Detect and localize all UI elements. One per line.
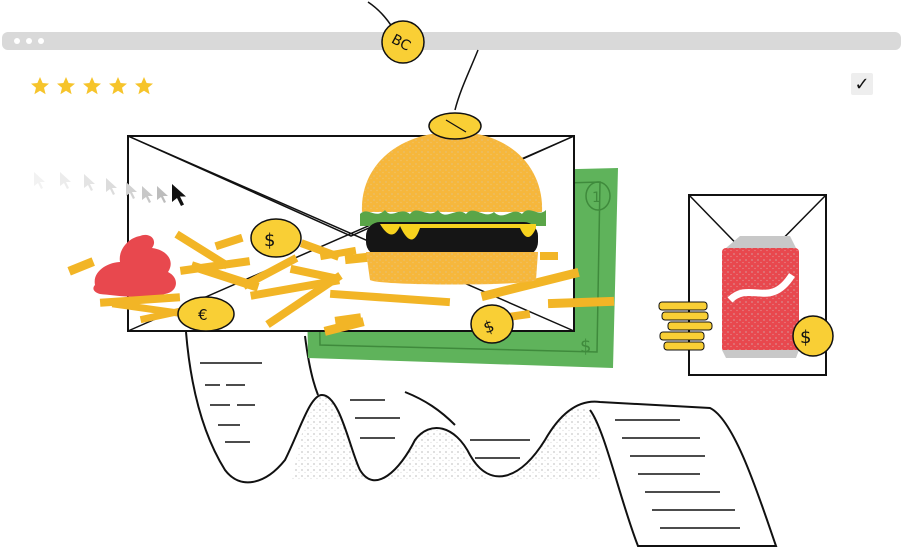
banknote-number: 1	[592, 190, 601, 206]
coin-icon	[428, 49, 482, 140]
coin-icon: €	[177, 296, 235, 332]
coin-icon: $	[470, 304, 514, 344]
fries	[67, 230, 615, 336]
cursor-trail	[34, 172, 168, 203]
star-icon[interactable]	[82, 76, 102, 96]
coin-icon: $	[792, 315, 834, 357]
coin-label-euro: €	[198, 306, 208, 324]
star-icon[interactable]	[108, 76, 128, 96]
window-dot	[14, 38, 20, 44]
banknote-symbol: $	[580, 336, 591, 357]
star-icon[interactable]	[30, 76, 50, 96]
soda-can-icon	[722, 236, 799, 358]
coin-icon: $	[250, 218, 302, 258]
cursor-arrow-icon	[172, 184, 186, 206]
star-rating[interactable]	[30, 76, 154, 96]
coin-label-dollar: $	[264, 230, 275, 251]
coin-icon: BC	[367, 1, 425, 64]
checkbox[interactable]: ✓	[851, 73, 873, 95]
coin-label-dollar: $	[800, 327, 811, 348]
star-icon[interactable]	[134, 76, 154, 96]
window-dot	[26, 38, 32, 44]
window-dot	[38, 38, 44, 44]
ketchup	[93, 234, 176, 298]
burger-icon	[360, 131, 546, 285]
star-icon[interactable]	[56, 76, 76, 96]
browser-titlebar	[2, 32, 901, 50]
receipt-icon	[185, 331, 778, 547]
checkmark-icon: ✓	[854, 73, 870, 95]
coin-stack	[658, 301, 713, 351]
